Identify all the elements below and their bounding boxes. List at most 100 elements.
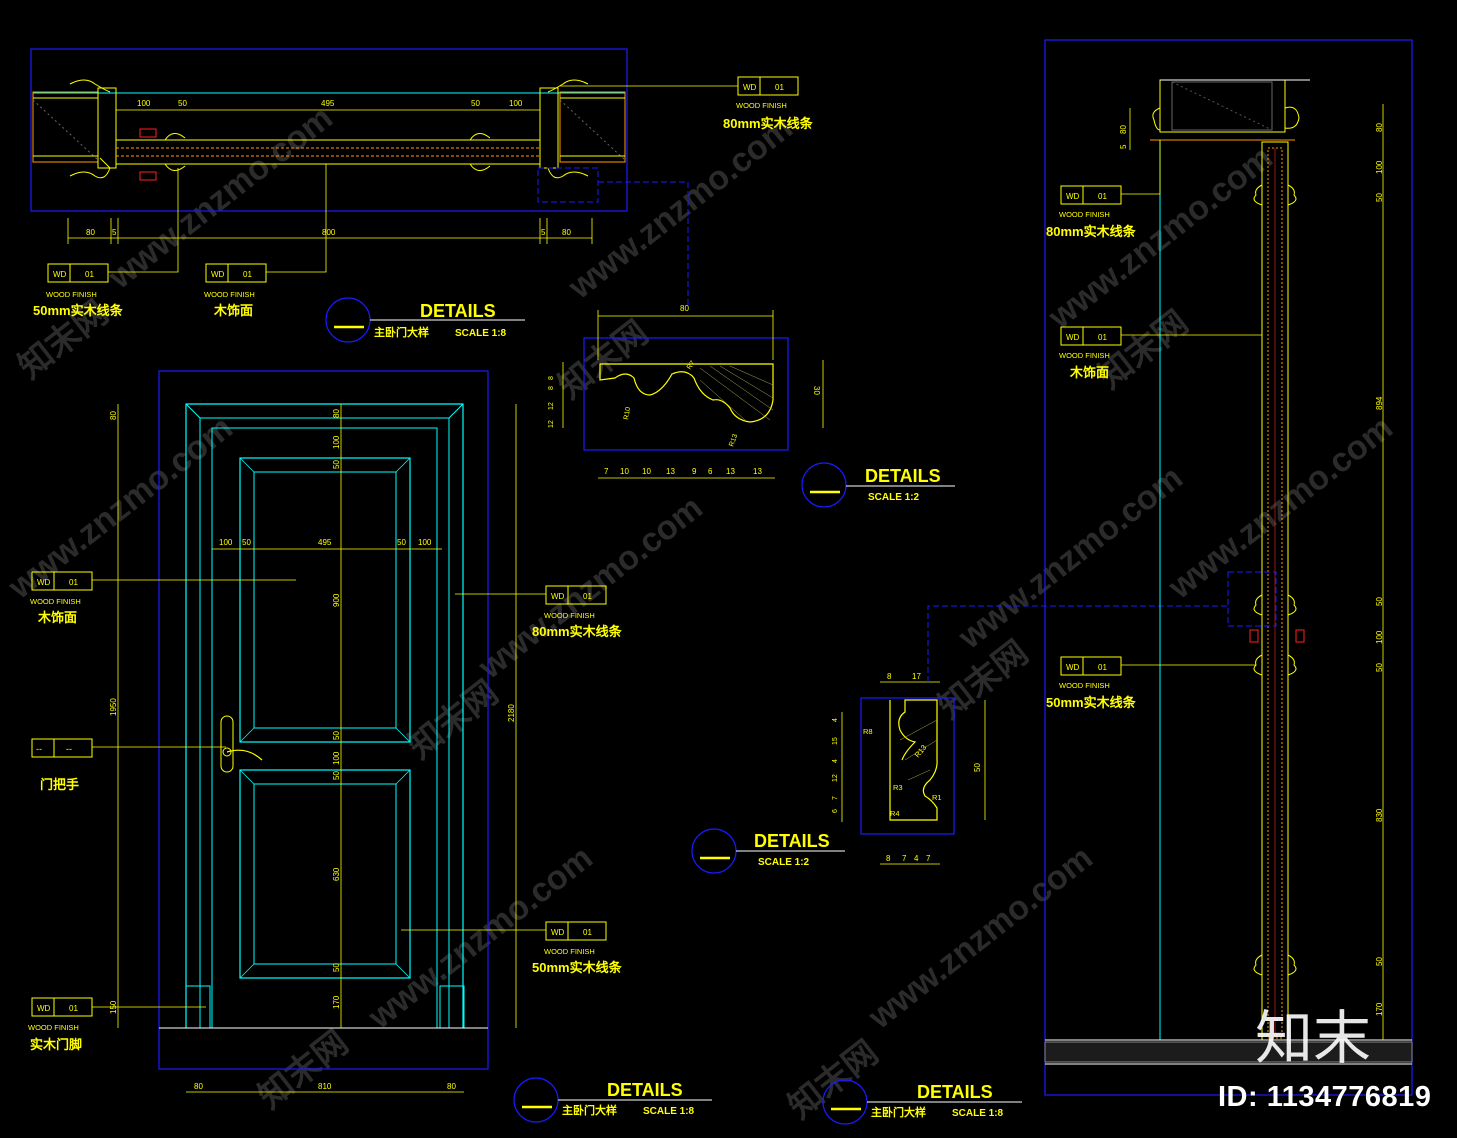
elev-dim-center: 630 xyxy=(332,867,341,881)
detail2-radius: R3 xyxy=(893,783,903,792)
detail1-dim-bottom: 13 xyxy=(726,467,735,476)
tag-elev-handle: -- -- 门把手 xyxy=(31,738,93,792)
detail1-dim-right: 30 xyxy=(812,386,821,395)
label-80mm-line: 80mm实木线条 xyxy=(532,624,623,639)
plan-dim-top: 50 xyxy=(471,99,480,108)
elev-dim-center: 50 xyxy=(332,771,341,780)
tag-code: WD xyxy=(37,1004,51,1013)
plan-dim-top: 495 xyxy=(321,99,335,108)
plan-dim-bottom: 800 xyxy=(322,228,336,237)
section-dim-left: 80 xyxy=(1119,125,1128,134)
tag-num: 01 xyxy=(583,928,592,937)
detail1-dim-bottom: 6 xyxy=(708,467,713,476)
title-details: DETAILS xyxy=(754,831,830,851)
tag-code: WD xyxy=(211,270,225,279)
tag-section-50: WD 01 WOOD FINISH 50mm实木线条 xyxy=(1046,656,1137,710)
detail1-dim-left: 12 xyxy=(548,402,555,410)
label-wood-panel: 木饰面 xyxy=(213,303,253,318)
detail2-dim-top: 8 xyxy=(887,672,892,681)
tag-code: WD xyxy=(1066,333,1080,342)
detail1-dim-bottom: 7 xyxy=(604,467,609,476)
title-details: DETAILS xyxy=(420,301,496,321)
watermark-cn: 知末网 xyxy=(402,674,506,767)
detail1-radius: R10 xyxy=(623,406,632,420)
watermark-logo-text: 知末 xyxy=(1255,1006,1371,1070)
detail1-dim-left: 8 xyxy=(548,386,555,390)
section-dim-right: 50 xyxy=(1375,193,1384,202)
watermark-site: www.znzmo.com xyxy=(471,488,710,686)
watermark-site: www.znzmo.com xyxy=(1161,408,1400,606)
detail2-dim-left: 15 xyxy=(832,737,839,745)
title-master-door: 主卧门大样 xyxy=(562,1103,617,1117)
tag-finish: WOOD FINISH xyxy=(204,290,255,299)
tag-plan-panel: WD 01 WOOD FINISH 木饰面 xyxy=(204,263,267,318)
watermark-layer: www.znzmo.com www.znzmo.com www.znzmo.co… xyxy=(1,98,1400,1126)
watermark-site: www.znzmo.com xyxy=(951,458,1190,656)
tag-num: 01 xyxy=(85,270,94,279)
tag-finish: WOOD FINISH xyxy=(1059,210,1110,219)
detail2-radius: R1 xyxy=(932,793,942,802)
label-door-foot: 实木门脚 xyxy=(30,1037,82,1052)
section-dim-right: 830 xyxy=(1375,808,1384,822)
elev-dim-center: 80 xyxy=(332,409,341,418)
plan-dim-top: 100 xyxy=(509,99,523,108)
title-scale: SCALE 1:8 xyxy=(643,1106,695,1117)
plan-dim-bottom: 80 xyxy=(562,228,571,237)
elev-dim-bottom: 810 xyxy=(318,1082,332,1091)
title-scale: SCALE 1:8 xyxy=(455,328,507,339)
detail1-dim-bottom: 13 xyxy=(666,467,675,476)
label-50mm-line: 50mm实木线条 xyxy=(1046,695,1137,710)
elev-dim-center: 100 xyxy=(332,751,341,765)
watermark-id: ID: 1134776819 xyxy=(1218,1081,1432,1113)
detail2-radius: R4 xyxy=(890,809,900,818)
elev-dim-center: 50 xyxy=(332,460,341,469)
tag-num: 01 xyxy=(243,270,252,279)
detail2-dim-left: 4 xyxy=(832,759,839,763)
detail1-dim-bottom: 10 xyxy=(620,467,629,476)
elev-dim-left-main: 1950 xyxy=(109,698,118,716)
section-dim-right: 100 xyxy=(1375,160,1384,174)
detail1-dim-top: 80 xyxy=(680,304,689,313)
title-scale: SCALE 1:8 xyxy=(952,1108,1004,1119)
title-scale: SCALE 1:2 xyxy=(868,492,920,503)
detail2-radius: R8 xyxy=(863,727,873,736)
tag-elev-panel: WD 01 WOOD FINISH 木饰面 xyxy=(30,571,93,625)
elev-dim-width: 495 xyxy=(318,538,332,547)
title-details: DETAILS xyxy=(865,466,941,486)
tag-finish: WOOD FINISH xyxy=(28,1023,79,1032)
tag-num: -- xyxy=(66,744,72,754)
elev-dim-width: 50 xyxy=(397,538,406,547)
tag-code: WD xyxy=(551,592,565,601)
detail2-dim-bottom: 4 xyxy=(914,854,919,863)
title-details: DETAILS xyxy=(607,1080,683,1100)
title-detail2: DETAILS SCALE 1:2 xyxy=(691,828,845,874)
plan-dim-top: 100 xyxy=(137,99,151,108)
tag-section-panel: WD 01 WOOD FINISH 木饰面 xyxy=(1059,326,1122,380)
label-80mm-line: 80mm实木线条 xyxy=(723,116,814,131)
tag-section-80: WD 01 WOOD FINISH 80mm实木线条 xyxy=(1046,185,1137,239)
plan-dim-bottom: 80 xyxy=(86,228,95,237)
tag-num: 01 xyxy=(1098,333,1107,342)
tag-finish: WOOD FINISH xyxy=(544,947,595,956)
tag-num: 01 xyxy=(1098,663,1107,672)
tag-finish: WOOD FINISH xyxy=(30,597,81,606)
tag-finish: WOOD FINISH xyxy=(1059,681,1110,690)
watermark-site: www.znzmo.com xyxy=(561,108,800,306)
title-plan: DETAILS 主卧门大样 SCALE 1:8 xyxy=(325,297,525,343)
tag-plan-50: WD 01 WOOD FINISH 50mm实木线条 xyxy=(33,263,124,318)
tag-finish: WOOD FINISH xyxy=(544,611,595,620)
door-elevation: 80 100 50 900 50 100 50 630 50 170 100 5… xyxy=(92,370,546,1093)
tag-code: WD xyxy=(1066,663,1080,672)
title-details: DETAILS xyxy=(917,1082,993,1102)
section-dim-right: 170 xyxy=(1375,1002,1384,1016)
watermark-cn: 知末网 xyxy=(782,1034,886,1127)
tag-plan-80: WD 01 WOOD FINISH 80mm实木线条 xyxy=(723,76,814,131)
elev-dim-center: 170 xyxy=(332,995,341,1009)
tag-code: WD xyxy=(37,578,51,587)
detail1-dim-left: 8 xyxy=(548,376,555,380)
elev-dim-bottom: 80 xyxy=(194,1082,203,1091)
detail1-dim-bottom: 9 xyxy=(692,467,697,476)
detail2-dim-top: 17 xyxy=(912,672,921,681)
tag-code: WD xyxy=(551,928,565,937)
title-master-door: 主卧门大样 xyxy=(374,325,429,339)
